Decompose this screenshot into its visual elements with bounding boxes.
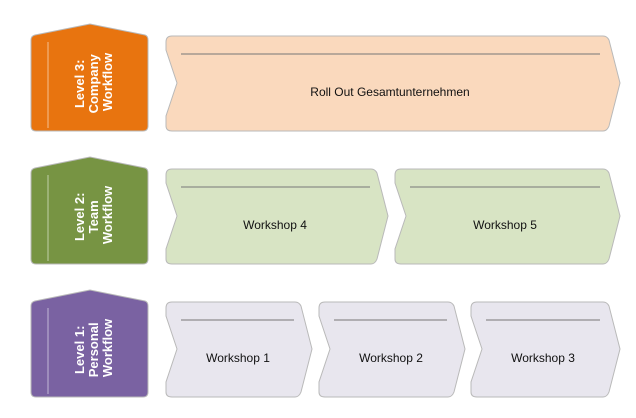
level-row-1: Level 1: Personal Workflow Workshop 1 Wo… [30,289,621,398]
level-row-2: Level 2: Team Workflow Workshop 4 Worksh… [30,156,621,265]
step-workshop-4-label: Workshop 4 [243,218,307,232]
level-3-label-line-2: Company [86,53,101,113]
level-1-label-line-3: Workflow [100,318,115,377]
level-1-label: Level 1: Personal Workflow [72,318,115,377]
level-1-label-line-2: Personal [86,322,101,377]
step-roll-out-chevron [165,35,621,132]
level-row-3: Level 3: Company Workflow Roll Out Gesam… [30,23,621,132]
level-3-label-line-1: Level 3: [72,60,87,108]
level-3-pentagon [30,23,149,132]
step-workshop-4[interactable]: Workshop 4 [165,168,389,265]
level-3-label-line-3: Workflow [100,52,115,111]
level-2-label-line-3: Workflow [100,185,115,244]
step-workshop-1-chevron [165,301,313,398]
step-workshop-3-label: Workshop 3 [511,351,575,365]
step-workshop-5-label: Workshop 5 [473,218,537,232]
step-roll-out[interactable]: Roll Out Gesamtunternehmen [165,35,621,132]
level-2-label-line-1: Level 2: [72,193,87,241]
level-1-label-line-1: Level 1: [72,326,87,374]
level-2-pentagon [30,156,149,265]
level-3-label: Level 3: Company Workflow [72,51,115,114]
step-workshop-4-chevron [165,168,389,265]
step-workshop-2-chevron [318,301,466,398]
step-workshop-5-chevron [394,168,621,265]
step-roll-out-label: Roll Out Gesamtunternehmen [310,85,469,99]
level-2-label-line-2: Team [86,200,101,233]
step-workshop-3-chevron [470,301,621,398]
step-workshop-1-label: Workshop 1 [206,351,270,365]
level-2-label: Level 2: Team Workflow [72,185,115,244]
step-workshop-2-label: Workshop 2 [359,351,423,365]
level-1-pentagon [30,289,149,398]
step-workshop-3[interactable]: Workshop 3 [470,301,621,398]
step-workshop-1[interactable]: Workshop 1 [165,301,313,398]
step-workshop-5[interactable]: Workshop 5 [394,168,621,265]
step-workshop-2[interactable]: Workshop 2 [318,301,466,398]
